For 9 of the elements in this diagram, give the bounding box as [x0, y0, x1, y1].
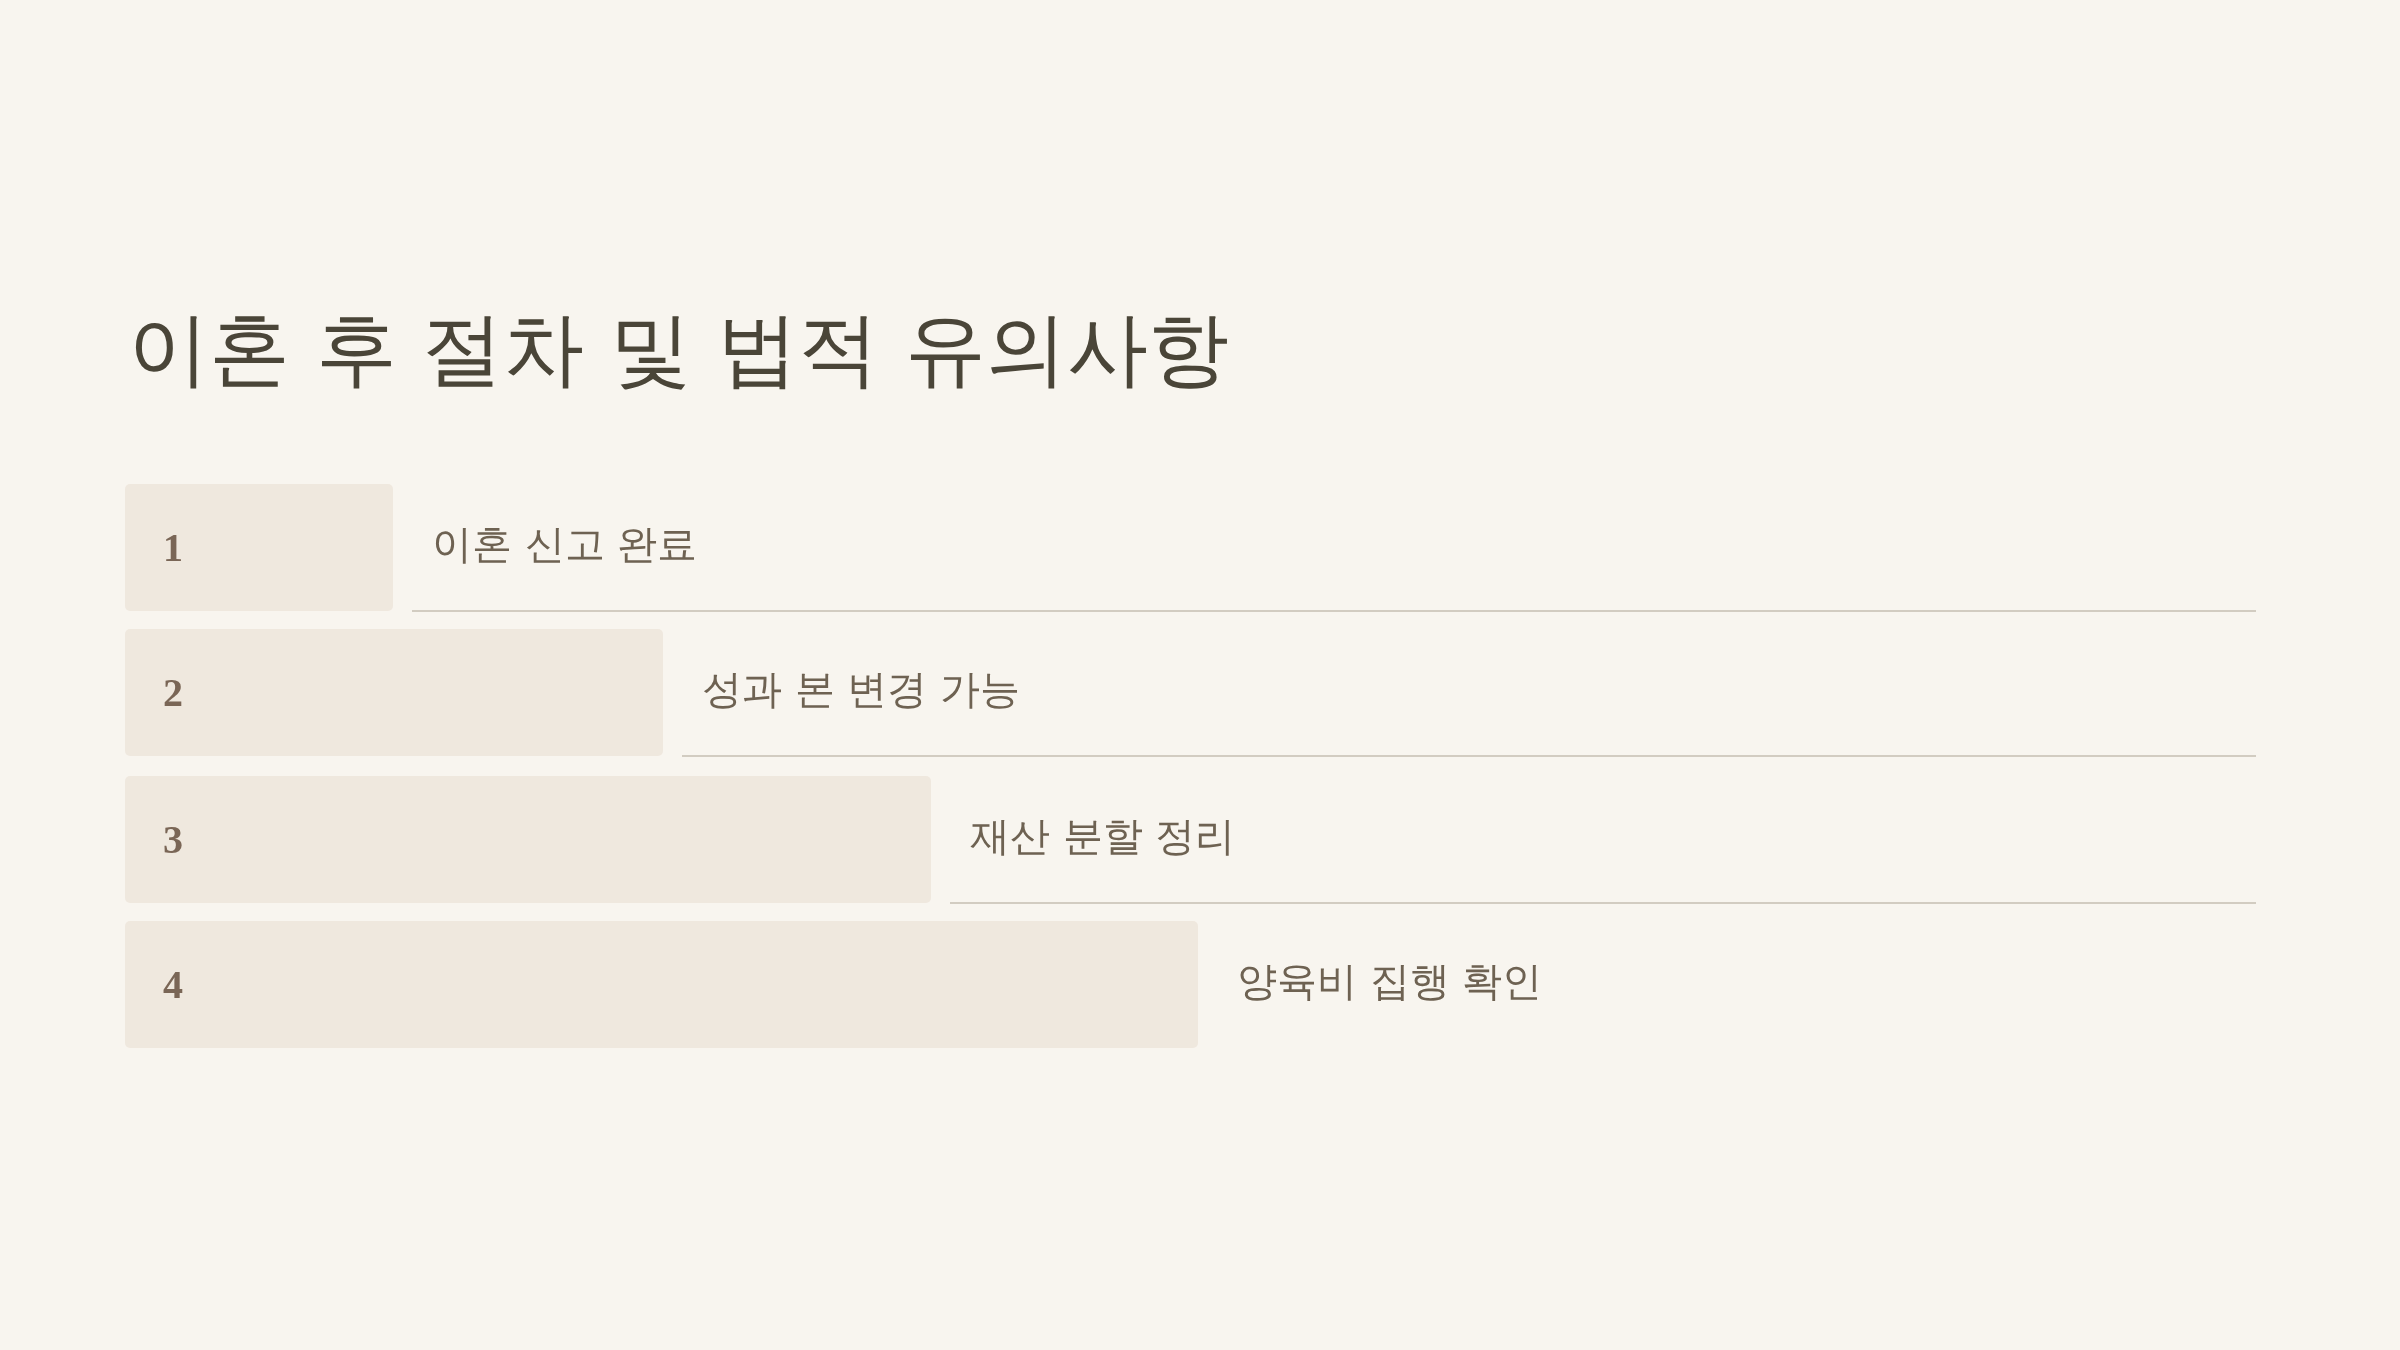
- step-label: 재산 분할 정리: [970, 815, 1236, 856]
- step-number: 2: [163, 672, 183, 713]
- step-number: 3: [163, 819, 183, 860]
- title: 이혼 후 절차 및 법적 유의사항: [128, 309, 1229, 390]
- step-label: 양육비 집행 확인: [1237, 960, 1543, 1001]
- step-label: 성과 본 변경 가능: [702, 668, 1021, 709]
- step-label: 이혼 신고 완료: [432, 523, 698, 564]
- step-number: 1: [163, 527, 183, 568]
- step-number: 4: [163, 964, 183, 1005]
